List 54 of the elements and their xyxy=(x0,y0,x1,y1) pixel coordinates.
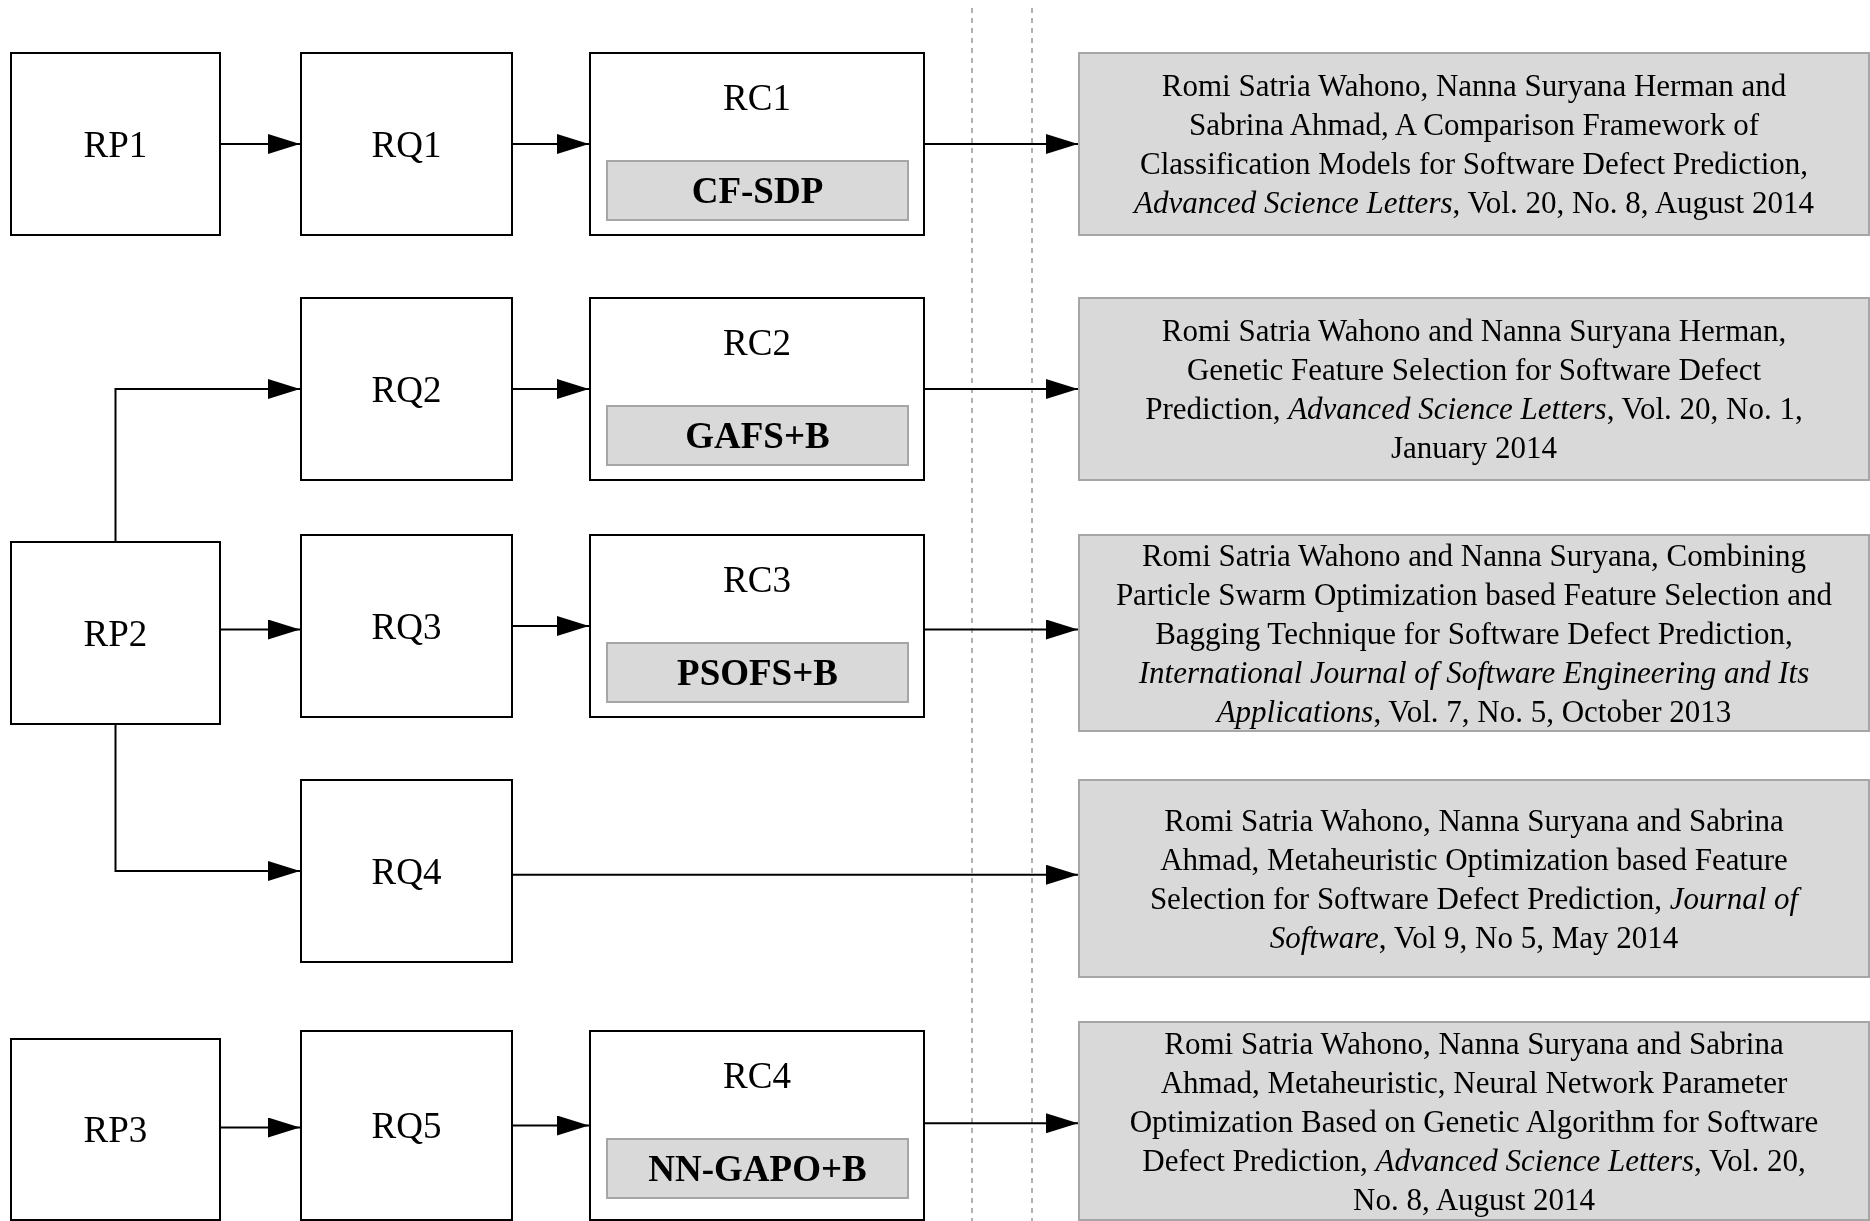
box-label: RP1 xyxy=(83,122,148,166)
process-box xyxy=(300,534,513,718)
box-label: RC1 xyxy=(723,76,791,119)
reference-text: Romi Satria Wahono and Nanna Suryana Herman, Genetic Feature Selection for Software Defect Prediction, Advanced Science Letters, Vol. 20, No. 1, January 2014 xyxy=(1144,312,1804,467)
method-box xyxy=(606,405,909,466)
arrow xyxy=(114,724,301,881)
arrow xyxy=(220,134,301,154)
reference-text: Romi Satria Wahono, Nanna Suryana and Sabrina Ahmad, Metaheuristic, Neural Network Parameter Optimization Based on Genetic Algorithm for Software Defect Prediction, Advanced Science Letters, Vol. 20, No. 8, August 2014 xyxy=(1128,1024,1820,1219)
arrow xyxy=(924,619,1079,640)
method-label: GAFS+B xyxy=(685,414,830,457)
arrow xyxy=(512,864,1079,885)
arrow xyxy=(512,616,590,636)
reference-box xyxy=(1078,52,1870,236)
box-label: RC4 xyxy=(723,1054,791,1097)
box-label: RQ2 xyxy=(371,367,442,411)
reference-text: Romi Satria Wahono, Nanna Suryana Herman and Sabrina Ahmad, A Comparison Framework of Classification Models for Software Defect Prediction, Advanced Science Letters, Vol. 20, No. 8, August 2014 xyxy=(1131,67,1815,222)
method-box xyxy=(606,642,909,703)
reference-box xyxy=(1078,779,1870,978)
reference-text: Romi Satria Wahono and Nanna Suryana, Combining Particle Swarm Optimization based Feature Selection and Bagging Technique for Software Defect Prediction, International Journal of Software Engineering and Its Applications, Vol. 7, No. 5, October 2013 xyxy=(1114,536,1834,731)
arrow xyxy=(512,379,590,399)
box-label: RQ5 xyxy=(371,1104,442,1147)
box-label: RQ4 xyxy=(371,849,442,893)
process-box xyxy=(300,52,513,236)
process-box xyxy=(10,1038,221,1221)
box-label: RC3 xyxy=(723,558,791,601)
process-box xyxy=(10,52,221,236)
contribution-box xyxy=(589,534,925,718)
contribution-box xyxy=(589,52,925,236)
box-label: RC2 xyxy=(723,321,791,364)
method-box xyxy=(606,1138,909,1199)
arrow xyxy=(114,379,301,542)
method-label: NN-GAPO+B xyxy=(648,1147,867,1190)
method-box xyxy=(606,160,909,221)
arrow xyxy=(924,1113,1079,1134)
arrow xyxy=(512,1115,590,1136)
reference-text: Romi Satria Wahono, Nanna Suryana and Sabrina Ahmad, Metaheuristic Optimization based Feature Selection for Software Defect Prediction, Journal of Software, Vol 9, No 5, May 2014 xyxy=(1125,800,1823,957)
box-label: RQ3 xyxy=(371,604,442,648)
contribution-box xyxy=(589,297,925,481)
arrow xyxy=(924,134,1079,154)
arrow xyxy=(220,1117,301,1138)
process-box xyxy=(10,541,221,725)
arrow xyxy=(924,379,1079,399)
box-label: RP3 xyxy=(83,1108,148,1151)
process-box xyxy=(300,779,513,963)
box-label: RQ1 xyxy=(371,122,442,166)
arrow xyxy=(512,134,590,154)
contribution-box xyxy=(589,1030,925,1221)
process-box xyxy=(300,1030,513,1221)
process-box xyxy=(300,297,513,481)
box-label: RP2 xyxy=(83,611,148,655)
arrow xyxy=(220,619,301,640)
method-label: CF-SDP xyxy=(691,169,824,212)
method-label: PSOFS+B xyxy=(677,651,838,694)
reference-box xyxy=(1078,297,1870,481)
